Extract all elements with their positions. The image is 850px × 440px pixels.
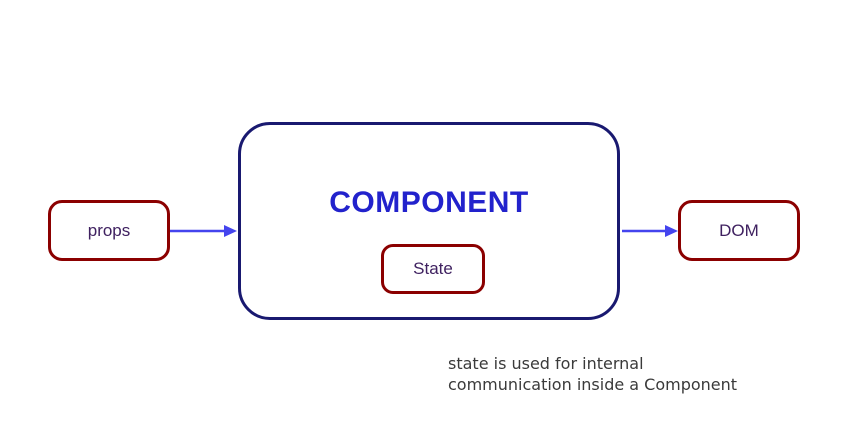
props-label: props: [87, 220, 131, 240]
state-label: State: [413, 259, 453, 278]
state-box: State: [381, 244, 485, 294]
component-title: COMPONENT: [329, 186, 529, 219]
component-to-dom-arrow: [622, 225, 678, 237]
caption-line-2: communication inside a Component: [448, 375, 738, 394]
component-box: COMPONENT State: [238, 122, 620, 320]
arrow-head-icon: [665, 225, 678, 237]
props-box: props: [48, 200, 170, 261]
dom-label: DOM: [719, 220, 759, 240]
caption-line-1: state is used for internal: [448, 354, 644, 373]
props-to-component-arrow: [170, 225, 237, 237]
caption: state is used for internal communication…: [448, 353, 737, 395]
dom-box: DOM: [678, 200, 800, 261]
arrow-head-icon: [224, 225, 237, 237]
